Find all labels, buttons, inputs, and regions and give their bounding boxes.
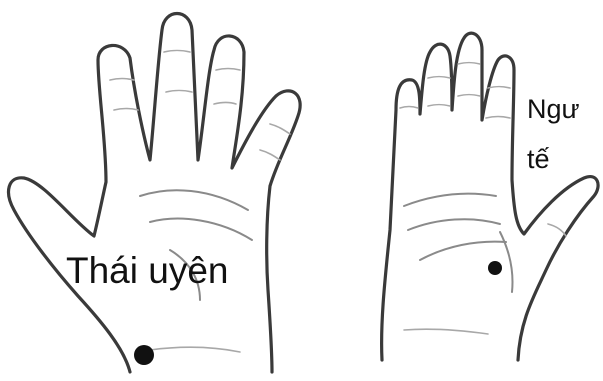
right-hand-outline bbox=[382, 33, 598, 360]
label-ngu: Ngư bbox=[527, 96, 580, 123]
left-hand bbox=[9, 14, 301, 373]
point-ngu-te bbox=[488, 261, 502, 275]
label-te: tế bbox=[527, 146, 550, 173]
point-thai-uyen bbox=[134, 345, 154, 365]
label-thai-uyen: Thái uyên bbox=[66, 252, 229, 289]
right-hand bbox=[382, 33, 598, 360]
